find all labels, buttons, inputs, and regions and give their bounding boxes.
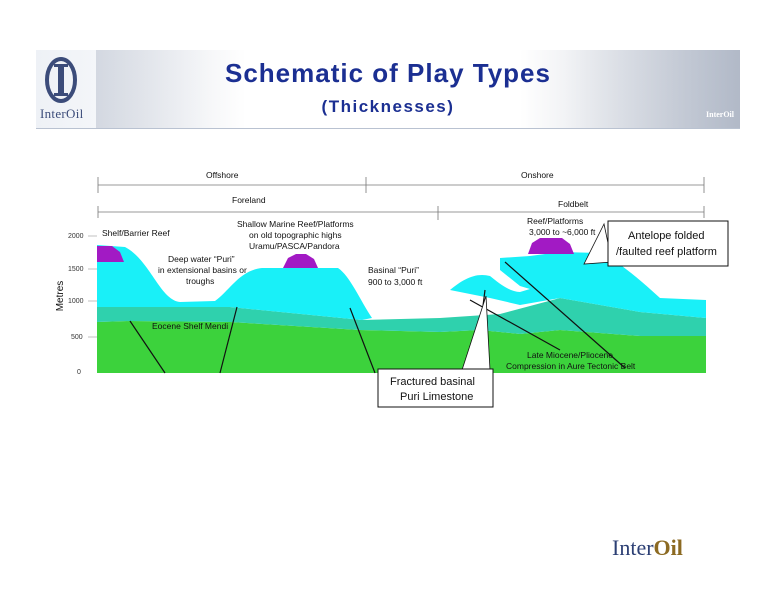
reef-shelf-purple <box>97 246 124 262</box>
slide-subtitle: (Thicknesses) <box>321 97 455 116</box>
tick-500: 500 <box>71 334 83 341</box>
axis-ylabel: Metres <box>55 281 66 312</box>
axis-ticks: 2000 1500 1000 500 0 <box>68 233 84 376</box>
label-shelf-barrier-reef: Shelf/Barrier Reef <box>102 228 170 238</box>
label-shallow-marine-1: Shallow Marine Reef/Platforms <box>237 219 354 229</box>
label-reef-platforms-2: 3,000 to ~6,000 ft <box>529 227 596 237</box>
label-shallow-marine-2: on old topographic highs <box>249 230 342 240</box>
banner-photo-right <box>520 50 740 128</box>
label-reef-platforms-1: Reef/Platforms <box>527 216 583 226</box>
teal-layer <box>97 298 706 336</box>
label-deep-water-2: in extensional basins or <box>158 265 247 275</box>
label-deep-water-1: Deep water “Puri” <box>168 254 235 264</box>
tick-2000: 2000 <box>68 233 84 240</box>
callout-fractured: Fractured basinal Puri Limestone <box>377 295 494 408</box>
green-basement-layer <box>97 321 706 373</box>
cyan-foldbelt <box>500 252 706 318</box>
callout-antelope: Antelope folded /faulted reef platform <box>583 220 729 267</box>
cyan-thrust-sheet <box>450 274 560 305</box>
label-basinal-puri-1: Basinal “Puri” <box>368 265 419 275</box>
label-basinal-puri-2: 900 to 3,000 ft <box>368 277 423 287</box>
region-offshore: Offshore <box>206 170 239 180</box>
header-banner <box>36 50 740 129</box>
region-foreland: Foreland <box>232 195 266 205</box>
cyan-shelf-left <box>97 245 372 320</box>
tick-1000: 1000 <box>68 298 84 305</box>
label-eocene-shelf: Eocene Shelf Mendi <box>152 321 228 331</box>
tick-1500: 1500 <box>68 266 84 273</box>
label-deep-water-3: troughs <box>186 276 214 286</box>
interoil-emblem-icon <box>45 57 77 103</box>
banner-photo-left <box>96 50 246 128</box>
region-onshore: Onshore <box>521 170 554 180</box>
callout-fractured-line-1: Fractured basinal <box>390 376 475 388</box>
callout-fractured-line-2: Puri Limestone <box>400 391 473 403</box>
slide-title: Schematic of Play Types <box>225 58 551 88</box>
callout-antelope-line-1: Antelope folded <box>628 230 704 242</box>
reef-foldbelt-purple <box>528 238 574 254</box>
header-logo-text: InterOil <box>40 106 84 121</box>
label-shallow-marine-3: Uramu/PASCA/Pandora <box>249 241 340 251</box>
banner-badge: InterOil <box>706 110 734 119</box>
footer-logo-inter: Inter <box>612 535 654 560</box>
label-miocene-1: Late Miocene/Pliocene <box>527 350 613 360</box>
region-brackets <box>97 177 705 220</box>
reef-shallow-purple <box>283 254 318 268</box>
tick-0: 0 <box>77 369 81 376</box>
label-miocene-2: Compression in Aure Tectonic Belt <box>506 361 636 371</box>
callout-antelope-line-2: /faulted reef platform <box>616 246 717 258</box>
footer-logo: InterOil <box>612 535 683 561</box>
region-foldbelt: Foldbelt <box>558 199 589 209</box>
footer-logo-oil: Oil <box>653 535 683 560</box>
